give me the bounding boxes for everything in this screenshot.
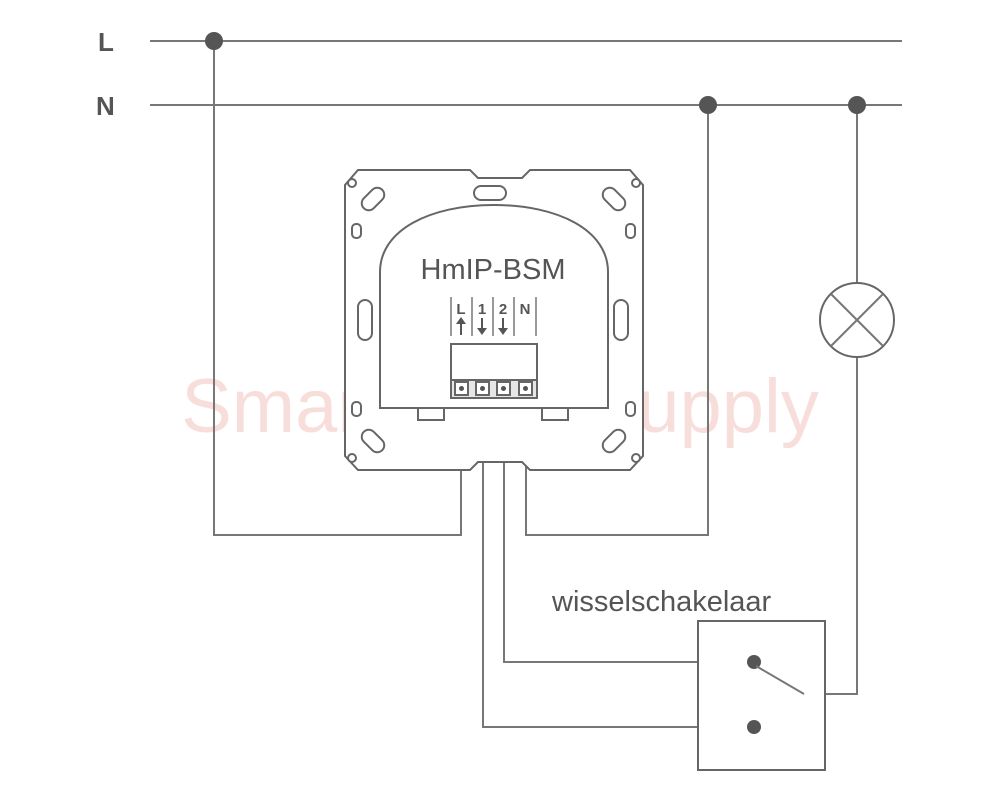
mounting-slot-top-left: [360, 186, 386, 212]
mounting-slot-bottom-left: [360, 428, 386, 454]
side-notch: [625, 223, 636, 239]
live-junction-node: [205, 32, 223, 50]
terminal-label-l: L: [456, 301, 465, 318]
terminal-screw: [459, 386, 464, 391]
mounting-slot-right: [613, 299, 629, 341]
screw-hole: [631, 178, 641, 188]
screw-hole: [631, 453, 641, 463]
screw-hole: [347, 178, 357, 188]
terminal-screw: [501, 386, 506, 391]
screw-hole: [347, 453, 357, 463]
side-notch: [351, 401, 362, 417]
arrow-up-icon: [456, 317, 466, 335]
lamp-icon: [819, 282, 895, 358]
mounting-slot-top-center: [473, 185, 507, 201]
mounting-slot-top-right: [601, 186, 627, 212]
hmip-bsm-device: HmIP-BSM L 1 2 N: [344, 169, 644, 471]
module-tab-left: [417, 407, 445, 421]
terminal-screw: [480, 386, 485, 391]
live-rail-label: L: [98, 27, 114, 57]
neutral-rail-label: N: [96, 91, 115, 121]
mounting-slot-left: [357, 299, 373, 341]
arrow-down-icon: [477, 318, 487, 335]
arrow-down-icon: [498, 318, 508, 335]
switch-label: wisselschakelaar: [551, 586, 772, 618]
side-notch: [351, 223, 362, 239]
terminal-label-2: 2: [499, 301, 507, 318]
output-1-to-switch-wire: [482, 398, 754, 728]
two-way-switch: [697, 620, 826, 771]
side-notch: [625, 401, 636, 417]
switch-contact-top: [747, 655, 761, 669]
output-2-to-switch-wire: [503, 398, 754, 663]
device-name: HmIP-BSM: [421, 254, 566, 286]
module-tab-right: [541, 407, 569, 421]
terminal-screw: [523, 386, 528, 391]
neutral-junction-node-device: [699, 96, 717, 114]
module-body: [379, 203, 609, 409]
terminal-label-1: 1: [478, 301, 486, 318]
terminal-label-n: N: [520, 301, 531, 318]
switch-lever: [755, 665, 805, 695]
switch-contact-bottom: [747, 720, 761, 734]
terminal-block: [450, 343, 538, 381]
neutral-junction-node-lamp: [848, 96, 866, 114]
switch-housing: [697, 620, 826, 771]
mounting-slot-bottom-right: [601, 428, 627, 454]
terminal-strip: [450, 379, 538, 399]
